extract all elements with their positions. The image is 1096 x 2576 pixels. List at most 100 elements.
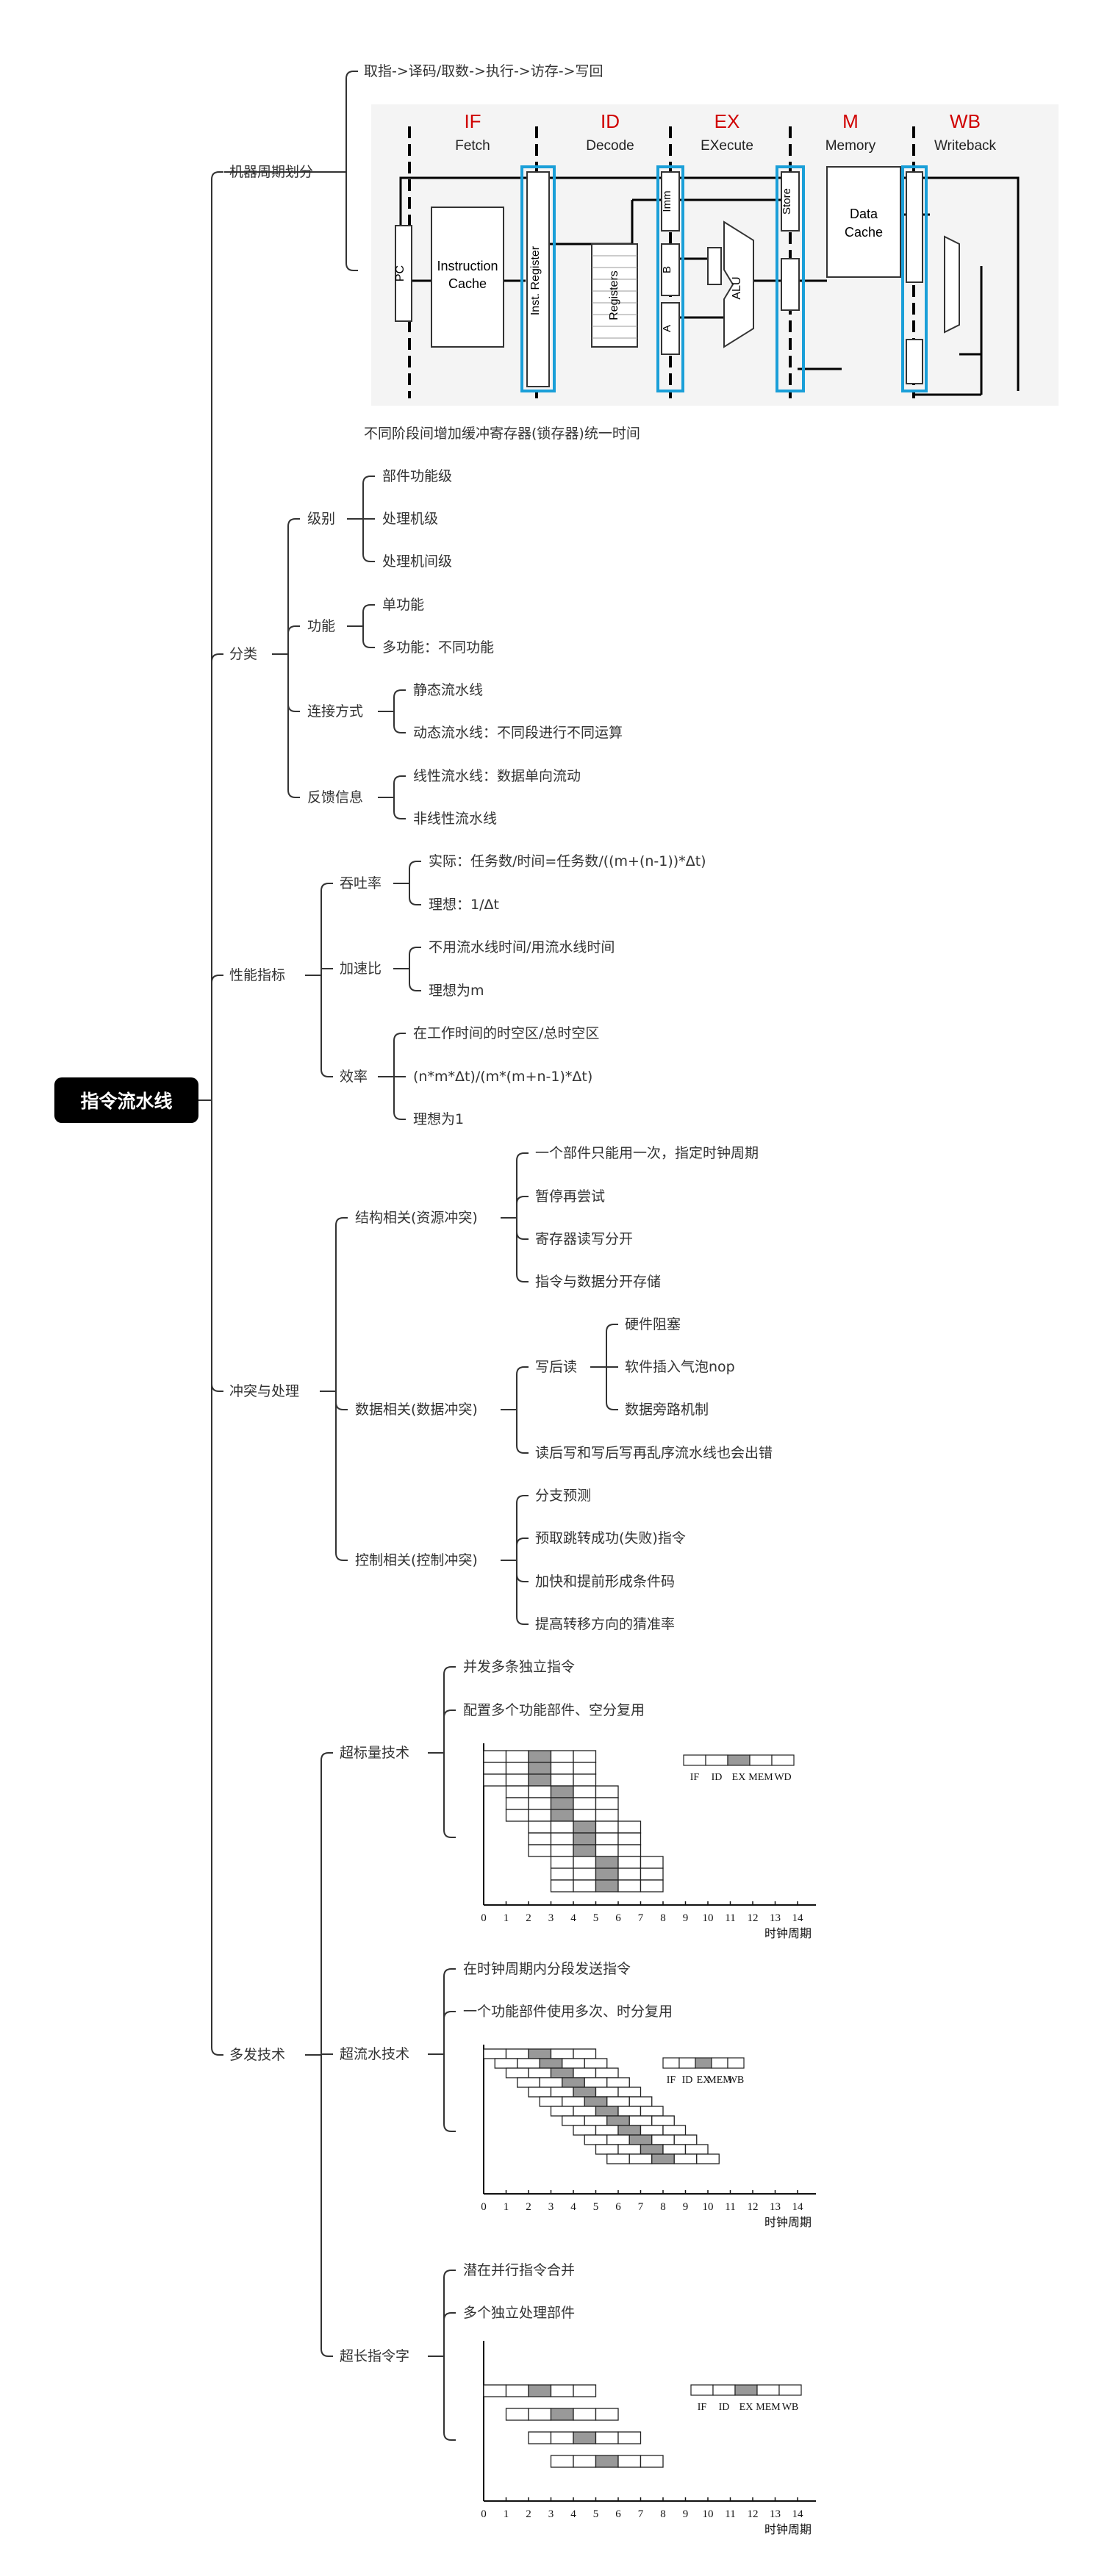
pipeline-stage-cell bbox=[550, 1750, 574, 1763]
leaf-data-other[interactable]: 读后写和写后写再乱序流水线也会出错 bbox=[535, 1445, 773, 1461]
pipeline-stage-cell bbox=[673, 2134, 698, 2145]
legend-label: EX bbox=[732, 1772, 746, 1783]
x-tick-label: 3 bbox=[548, 1912, 554, 1924]
leaf-speedup-0[interactable]: 不用流水线时间/用流水线时间 bbox=[429, 939, 615, 955]
leaf-efficiency-1[interactable]: (n*m*Δt)/(m*(m+n-1)*Δt) bbox=[413, 1069, 593, 1085]
x-tick-label: 2 bbox=[526, 2201, 531, 2213]
node-superscalar[interactable]: 超标量技术 bbox=[340, 1745, 410, 1761]
leaf-level-1[interactable]: 处理机级 bbox=[382, 511, 439, 527]
leaf-speedup-1[interactable]: 理想为m bbox=[429, 983, 484, 999]
pipeline-stage-cell bbox=[640, 1879, 664, 1892]
stage-m-name: Memory bbox=[825, 138, 876, 154]
pipeline-stage-cell bbox=[628, 2134, 653, 2145]
leaf-raw-1[interactable]: 软件插入气泡nop bbox=[625, 1359, 735, 1375]
node-level[interactable]: 级别 bbox=[307, 511, 336, 527]
leaf-feedback-0[interactable]: 线性流水线：数据单向流动 bbox=[413, 768, 581, 784]
node-data[interactable]: 数据相关(数据冲突) bbox=[355, 1402, 478, 1418]
pipeline-stage-cell bbox=[640, 1856, 664, 1869]
leaf-structural-2[interactable]: 寄存器读写分开 bbox=[535, 1231, 634, 1247]
leaf-function-1[interactable]: 多功能：不同功能 bbox=[382, 639, 495, 656]
node-raw[interactable]: 写后读 bbox=[535, 1359, 578, 1375]
leaf-connect-0[interactable]: 静态流水线 bbox=[413, 682, 484, 698]
leaf-structural-0[interactable]: 一个部件只能用一次，指定时钟周期 bbox=[535, 1145, 759, 1161]
node-speedup[interactable]: 加速比 bbox=[340, 961, 382, 977]
leaf-efficiency-2[interactable]: 理想为1 bbox=[413, 1111, 465, 1127]
stage-ex-abbr: EX bbox=[714, 110, 740, 132]
alu-label: ALU bbox=[731, 276, 743, 299]
leaf-raw-0[interactable]: 硬件阻塞 bbox=[625, 1316, 681, 1332]
x-tick-label: 3 bbox=[548, 2201, 554, 2213]
pipeline-stage-cell bbox=[606, 2115, 630, 2126]
leaf-connect-1[interactable]: 动态流水线：不同段进行不同运算 bbox=[413, 725, 623, 741]
pipeline-stage-cell bbox=[539, 2096, 563, 2107]
leaf-control-0[interactable]: 分支预测 bbox=[535, 1488, 592, 1504]
x-tick-label: 9 bbox=[683, 1912, 689, 1924]
pipeline-stage-cell bbox=[595, 1844, 619, 1857]
pipeline-stage-cell bbox=[550, 2048, 574, 2059]
pipeline-stage-cell bbox=[483, 1750, 507, 1763]
leaf-superscalar-0[interactable]: 并发多条独立指令 bbox=[463, 1659, 576, 1675]
leaf-structural-3[interactable]: 指令与数据分开存储 bbox=[535, 1274, 662, 1290]
x-tick-label: 6 bbox=[615, 2201, 621, 2213]
pipeline-stage-cell bbox=[550, 2408, 574, 2421]
leaf-superpipe-0[interactable]: 在时钟周期内分段发送指令 bbox=[463, 1961, 631, 1977]
leaf-level-2[interactable]: 处理机间级 bbox=[382, 553, 453, 570]
node-feedback[interactable]: 反馈信息 bbox=[307, 789, 364, 806]
leaf-throughput-1[interactable]: 理想：1/Δt bbox=[429, 897, 499, 913]
pipeline-stage-cell bbox=[562, 2096, 585, 2107]
pipeline-stage-cell bbox=[573, 2087, 597, 2098]
node-multi[interactable]: 多发技术 bbox=[229, 2047, 286, 2063]
node-cycle[interactable]: 机器周期划分 bbox=[229, 164, 314, 180]
pipeline-stage-cell bbox=[573, 2455, 597, 2468]
root-node[interactable]: 指令流水线 bbox=[54, 1077, 198, 1123]
pipeline-stage-cell bbox=[595, 2125, 619, 2136]
pipeline-stage-cell bbox=[573, 1844, 597, 1857]
leaf-efficiency-0[interactable]: 在工作时间的时空区/总时空区 bbox=[413, 1025, 600, 1041]
leaf-vliw-1[interactable]: 多个独立处理部件 bbox=[463, 2305, 576, 2321]
legend-label: MEM bbox=[707, 2075, 732, 2086]
pipeline-stage-cell bbox=[617, 1820, 642, 1834]
x-tick-label: 10 bbox=[703, 1912, 714, 1924]
legend-cell bbox=[727, 2057, 745, 2069]
pipeline-stage-cell bbox=[550, 2455, 574, 2468]
pipeline-stage-cell bbox=[483, 1762, 507, 1775]
pipeline-stage-cell bbox=[505, 2067, 529, 2078]
stage-ex-name: EXecute bbox=[701, 138, 753, 154]
leaf-throughput-0[interactable]: 实际：任务数/时间=任务数/((m+(n-1))*Δt) bbox=[429, 853, 706, 869]
pipeline-stage-cell bbox=[528, 1750, 552, 1763]
pipeline-stage-cell bbox=[528, 2067, 552, 2078]
node-superpipe[interactable]: 超流水技术 bbox=[340, 2046, 410, 2062]
node-function[interactable]: 功能 bbox=[307, 618, 336, 634]
legend-cell bbox=[678, 2057, 696, 2069]
pipeline-stage-cell bbox=[617, 2125, 642, 2136]
leaf-control-2[interactable]: 加快和提前形成条件码 bbox=[535, 1574, 676, 1590]
node-throughput[interactable]: 吞吐率 bbox=[340, 875, 382, 891]
leaf-level-0[interactable]: 部件功能级 bbox=[382, 468, 453, 484]
leaf-vliw-0[interactable]: 潜在并行指令合并 bbox=[463, 2262, 576, 2278]
node-efficiency[interactable]: 效率 bbox=[340, 1069, 368, 1085]
leaf-structural-1[interactable]: 暂停再尝试 bbox=[535, 1188, 606, 1205]
node-perf[interactable]: 性能指标 bbox=[229, 967, 286, 983]
node-vliw[interactable]: 超长指令字 bbox=[340, 2348, 410, 2364]
leaf-feedback-1[interactable]: 非线性流水线 bbox=[413, 811, 498, 827]
leaf-superpipe-1[interactable]: 一个功能部件使用多次、时分复用 bbox=[463, 2003, 673, 2020]
leaf-superscalar-1[interactable]: 配置多个功能部件、空分复用 bbox=[463, 1702, 645, 1718]
node-classify[interactable]: 分类 bbox=[229, 646, 258, 662]
pipeline-stage-cell bbox=[483, 2048, 507, 2059]
node-hazard[interactable]: 冲突与处理 bbox=[229, 1383, 300, 1399]
leaf-control-3[interactable]: 提高转移方向的猜准率 bbox=[535, 1616, 676, 1632]
node-structural[interactable]: 结构相关(资源冲突) bbox=[355, 1210, 478, 1226]
pipeline-stage-cell bbox=[528, 1832, 552, 1845]
icache-label-2: Cache bbox=[448, 276, 487, 291]
node-control[interactable]: 控制相关(控制冲突) bbox=[355, 1552, 478, 1568]
leaf-function-0[interactable]: 单功能 bbox=[382, 597, 425, 613]
leaf-control-1[interactable]: 预取跳转成功(失败)指令 bbox=[535, 1530, 686, 1546]
legend-label: ID bbox=[712, 1772, 723, 1783]
leaf-cycle-note[interactable]: 不同阶段间增加缓冲寄存器(锁存器)统一时间 bbox=[364, 426, 640, 442]
leaf-raw-2[interactable]: 数据旁路机制 bbox=[625, 1402, 709, 1418]
x-tick-label: 11 bbox=[725, 2508, 735, 2520]
stage-m-abbr: M bbox=[842, 110, 859, 132]
node-connect[interactable]: 连接方式 bbox=[307, 703, 364, 720]
pipeline-stage-cell bbox=[573, 1856, 597, 1869]
leaf-cycle-steps[interactable]: 取指->译码/取数->执行->访存->写回 bbox=[364, 63, 603, 79]
